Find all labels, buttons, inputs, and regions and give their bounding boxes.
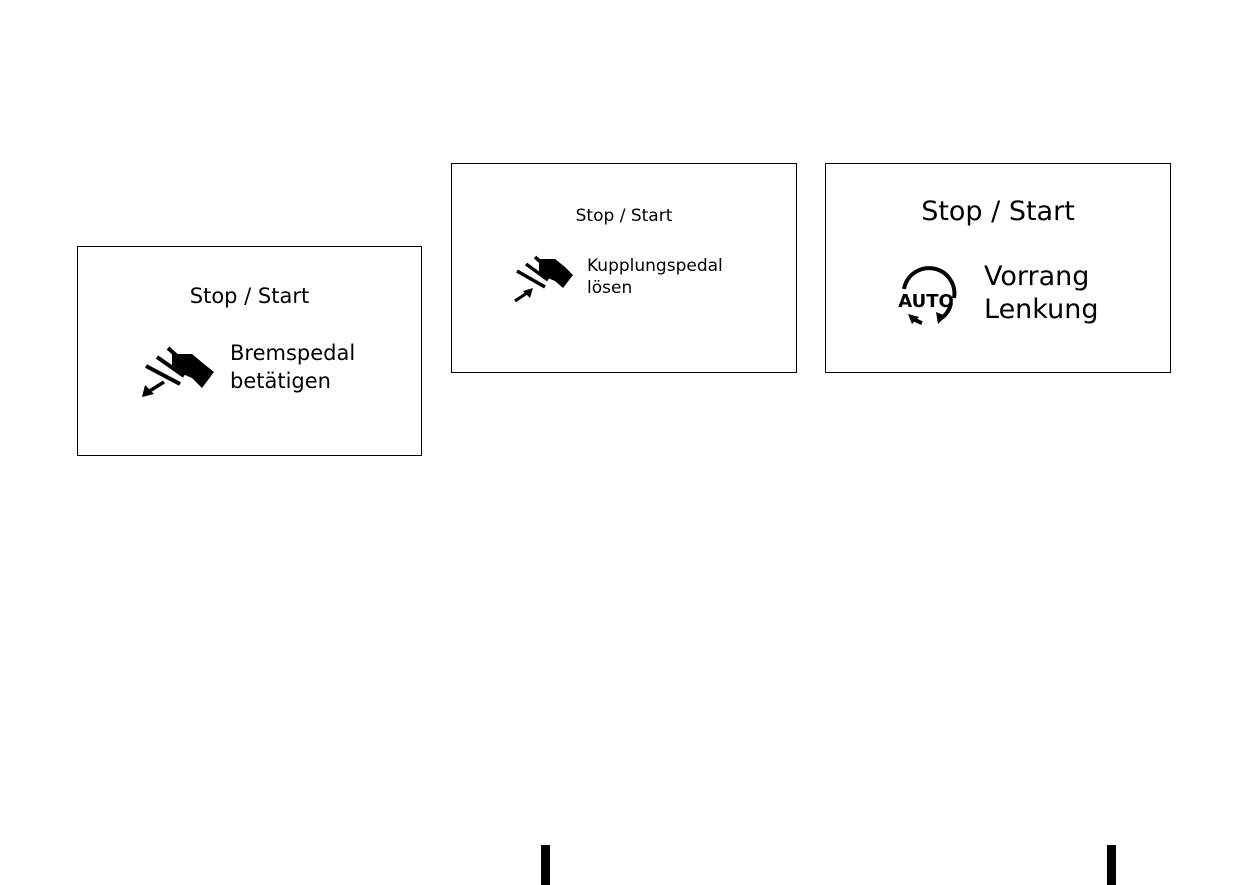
page-edge-marker-right — [1107, 845, 1116, 885]
display-panel-clutch: Stop / Start Kupplungspedal lösen — [451, 163, 797, 373]
auto-icon-text: AUTO — [898, 291, 954, 312]
message-line-2: Lenkung — [984, 293, 1098, 326]
message-line-1: Bremspedal — [230, 339, 355, 367]
brake-pedal-press-icon — [138, 344, 218, 400]
message-line-2: betätigen — [230, 367, 355, 395]
panel-message: Vorrang Lenkung — [984, 260, 1098, 326]
auto-steering-priority-icon: AUTO — [888, 266, 960, 330]
clutch-pedal-release-icon — [511, 255, 577, 303]
panel-title: Stop / Start — [452, 206, 796, 226]
panel-message: Kupplungspedal lösen — [587, 255, 723, 299]
display-panel-steering: Stop / Start AUTO Vorrang Lenkung — [825, 163, 1171, 373]
panel-title: Stop / Start — [78, 284, 421, 308]
panel-title: Stop / Start — [826, 196, 1170, 227]
display-panel-brake: Stop / Start Bremspedal betätigen — [77, 246, 422, 456]
message-line-1: Kupplungspedal — [587, 255, 723, 277]
message-line-1: Vorrang — [984, 260, 1098, 293]
page-edge-marker-left — [541, 845, 550, 885]
message-line-2: lösen — [587, 277, 723, 299]
panel-message: Bremspedal betätigen — [230, 339, 355, 395]
